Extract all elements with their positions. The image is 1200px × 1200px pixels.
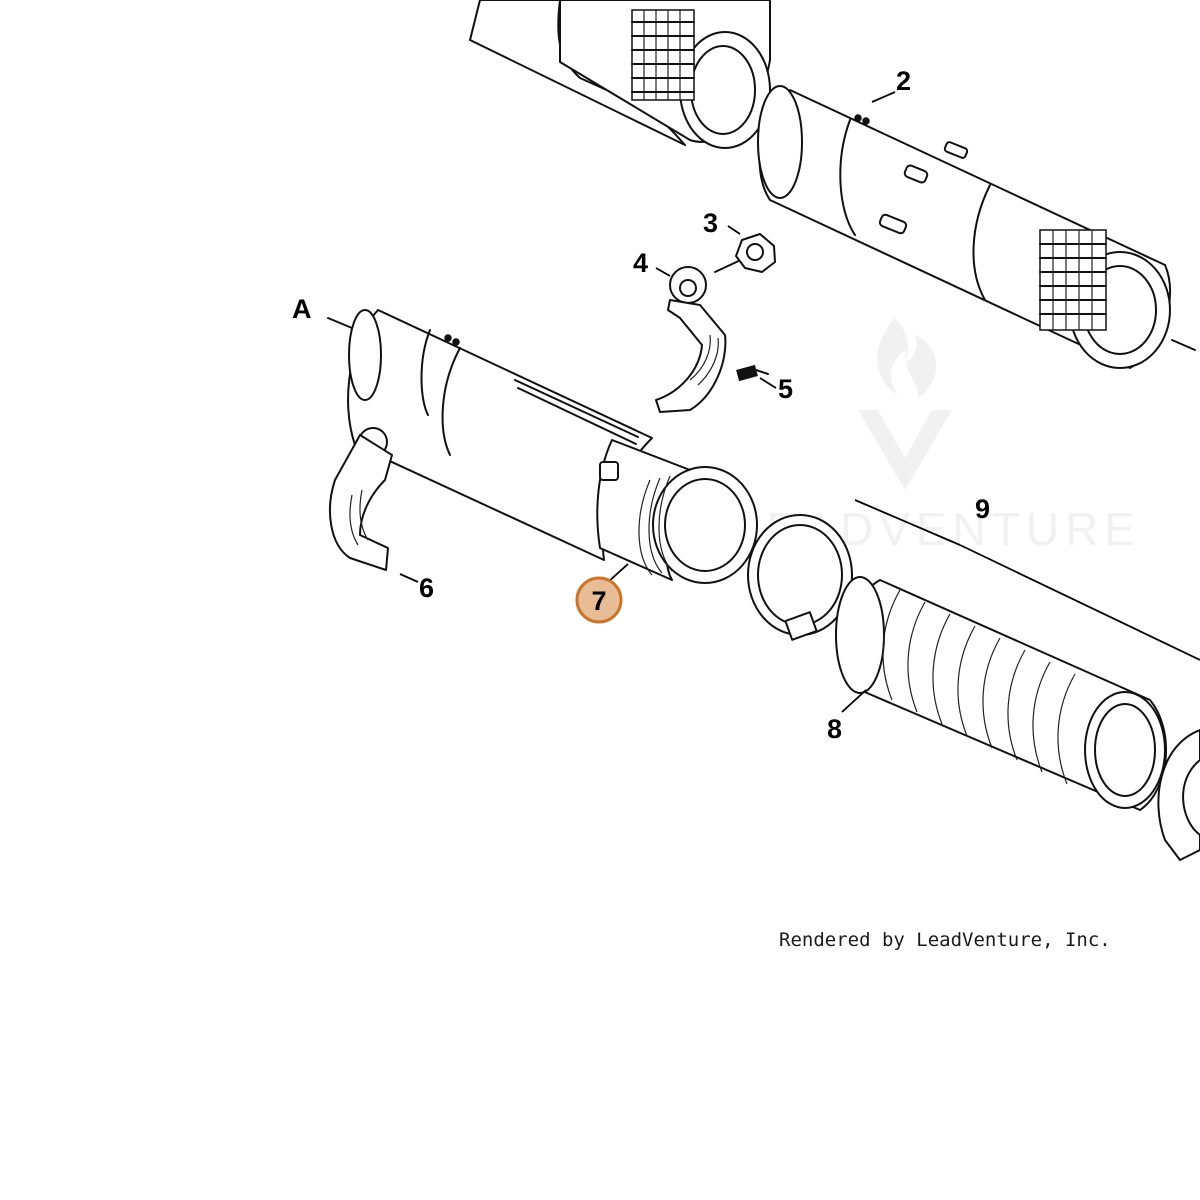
callout-7[interactable]: 7	[591, 586, 606, 616]
callout-3[interactable]: 3	[703, 208, 718, 238]
part-3-knob	[714, 233, 776, 273]
screen-grid-upper	[631, 9, 695, 101]
callout-9[interactable]: 9	[975, 494, 990, 524]
callout-8[interactable]: 8	[827, 714, 842, 744]
callout-a[interactable]: A	[292, 294, 312, 324]
screen-grid-lower	[1039, 229, 1107, 331]
callouts: 2 3 4 5 6 8 9 A 7	[292, 66, 990, 744]
callout-6[interactable]: 6	[419, 573, 434, 603]
render-credit: Rendered by LeadVenture, Inc.	[779, 929, 1111, 951]
part-8-bellows	[835, 576, 1167, 811]
callout-5[interactable]: 5	[778, 374, 793, 404]
callout-2[interactable]: 2	[896, 66, 911, 96]
upper-tube-assembly	[469, 0, 1196, 369]
part-5-screw	[736, 364, 769, 382]
part-9-clamp	[747, 499, 1200, 661]
part-6-handle	[329, 427, 393, 571]
leader-lines	[399, 91, 896, 713]
part-7-tube	[347, 309, 758, 584]
part-4-bracket	[655, 266, 727, 413]
right-clamp-fragment	[1157, 729, 1200, 861]
callout-4[interactable]: 4	[633, 248, 648, 278]
selected-callout-badge[interactable]	[575, 576, 623, 624]
callout-7-selected[interactable]: 7	[575, 576, 623, 624]
